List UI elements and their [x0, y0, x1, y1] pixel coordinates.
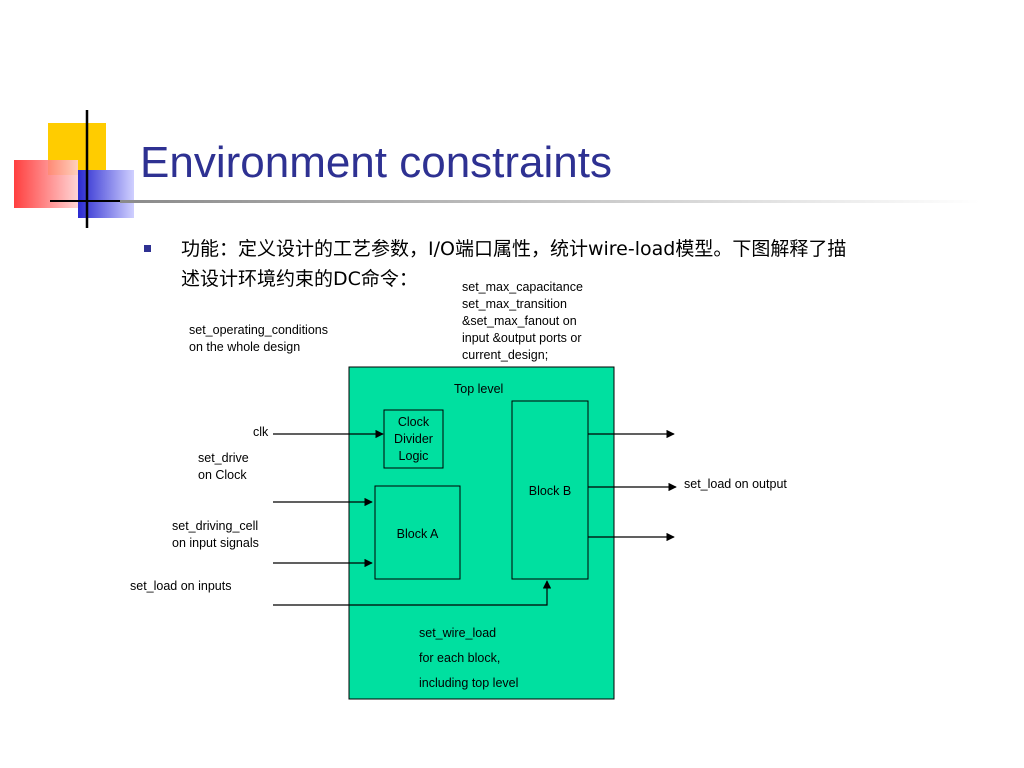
bullet-line-1: 功能：定义设计的工艺参数，I/O端口属性，统计wire-load模型。下图解释了…	[181, 238, 847, 260]
wire-load-label: set_wire_load for each block, including …	[419, 626, 519, 690]
operating-conditions-label: set_operating_conditions on the whole de…	[189, 323, 328, 354]
slide-title: Environment constraints	[140, 138, 612, 187]
block-b-label: Block B	[528, 484, 572, 498]
top-level-label: Top level	[454, 382, 504, 396]
clock-divider-label: Clock Divider Logic	[394, 415, 433, 463]
block-b-box	[511, 400, 589, 580]
set-driving-cell-label: set_driving_cell on input signals	[172, 519, 259, 550]
clk-label: clk	[253, 425, 269, 439]
clock-divider-box	[383, 409, 444, 469]
set-load-input-arrow	[273, 580, 552, 606]
title-rule	[120, 200, 980, 203]
set-drive-label: set_drive on Clock	[198, 451, 249, 482]
slide-decoration	[14, 110, 980, 228]
set-load-inputs-label: set_load on inputs	[130, 579, 232, 593]
block-a-label: Block A	[396, 527, 439, 541]
bullet-marker	[144, 245, 151, 252]
bullet-line-2: 述设计环境约束的DC命令：	[181, 268, 418, 290]
set-load-output-label: set_load on output	[684, 477, 787, 491]
bullet-text: 功能：定义设计的工艺参数，I/O端口属性，统计wire-load模型。下图解释了…	[181, 234, 981, 294]
max-constraints-label: set_max_capacitance set_max_transition &…	[462, 280, 583, 362]
block-a-box	[374, 485, 461, 580]
